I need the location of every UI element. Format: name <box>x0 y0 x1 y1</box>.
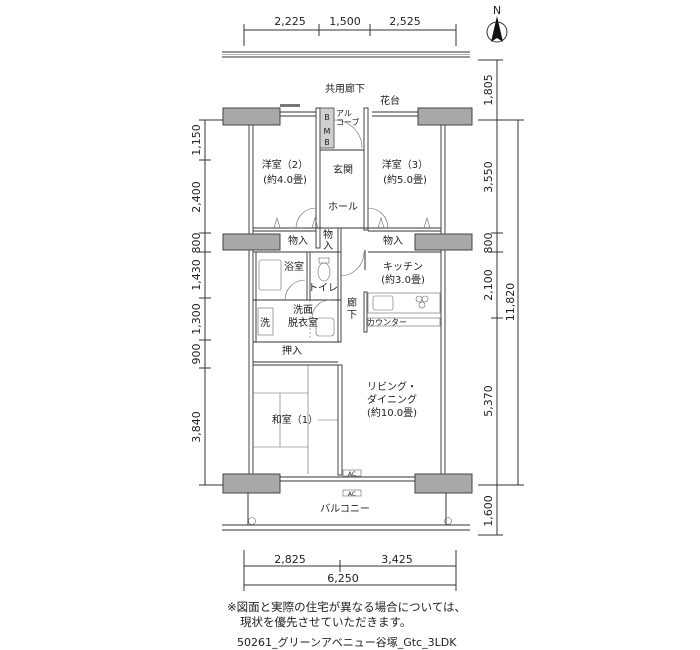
svg-text:N: N <box>493 4 501 17</box>
svg-text:3,425: 3,425 <box>381 553 413 566</box>
label-western-room-2: 洋室（2） <box>262 158 308 171</box>
svg-text:11,820: 11,820 <box>504 283 517 322</box>
svg-text:(約10.0畳): (約10.0畳) <box>367 406 417 419</box>
disclaimer-line-1: ※図面と実際の住宅が異なる場合については、 <box>227 600 467 614</box>
svg-text:洗: 洗 <box>260 317 270 329</box>
svg-text:1,805: 1,805 <box>482 74 495 106</box>
corridor-railing <box>222 51 470 58</box>
label-japanese-room: 和室（1） <box>272 413 318 426</box>
top-dimension: 2,225 1,500 2,525 <box>243 15 457 46</box>
label-washroom: 洗面 <box>293 304 313 316</box>
svg-text:3,840: 3,840 <box>190 411 203 443</box>
left-dimension: 1,150 2,400 800 1,430 1,300 900 3,840 <box>190 119 223 486</box>
svg-text:5,370: 5,370 <box>482 385 495 417</box>
svg-text:ダイニング: ダイニング <box>367 393 417 406</box>
svg-text:1,430: 1,430 <box>190 259 203 291</box>
north-compass-icon: N <box>486 4 508 43</box>
svg-text:1,150: 1,150 <box>190 124 203 156</box>
svg-text:物入: 物入 <box>288 234 308 247</box>
svg-text:(約4.0畳): (約4.0畳) <box>263 173 307 186</box>
label-balcony: バルコニー <box>320 503 370 515</box>
label-entrance: 玄関 <box>333 163 353 176</box>
label-bath: 浴室 <box>284 260 304 273</box>
svg-text:物: 物 <box>323 228 333 241</box>
toilet-icon <box>317 262 331 282</box>
svg-text:3,550: 3,550 <box>482 161 495 193</box>
dim-top-3: 2,525 <box>389 15 421 28</box>
label-western-room-3: 洋室（3） <box>382 158 428 171</box>
svg-text:押入: 押入 <box>282 344 302 357</box>
svg-text:コーブ: コーブ <box>336 117 360 127</box>
room-labels: 共用廊下 花台 B M B アル コーブ 洋室（2） (約4.0畳) 玄関 洋室… <box>260 82 428 515</box>
disclaimer-line-2: 現状を優先させていただきます。 <box>240 615 412 629</box>
svg-text:2,825: 2,825 <box>274 553 306 566</box>
walls <box>222 104 473 531</box>
svg-text:物入: 物入 <box>383 234 403 247</box>
svg-text:AC: AC <box>348 491 356 498</box>
svg-text:(約5.0畳): (約5.0畳) <box>383 173 427 186</box>
label-kitchen: キッチン <box>383 261 423 273</box>
svg-text:900: 900 <box>190 344 203 365</box>
svg-text:2,400: 2,400 <box>190 181 203 213</box>
svg-text:カウンター: カウンター <box>367 318 407 327</box>
svg-text:脱衣室: 脱衣室 <box>288 316 318 329</box>
svg-text:(約3.0畳): (約3.0畳) <box>381 273 425 286</box>
plan-caption: 50261_グリーンアベニュー谷塚_Gtc_3LDK <box>237 636 457 649</box>
svg-text:2,100: 2,100 <box>482 269 495 301</box>
label-toilet: トイレ <box>308 283 338 294</box>
label-corridor: 共用廊下 <box>325 82 365 95</box>
dim-top-2: 1,500 <box>329 15 361 28</box>
svg-text:6,250: 6,250 <box>327 572 359 585</box>
svg-text:廊: 廊 <box>347 296 357 309</box>
svg-text:M: M <box>324 127 331 136</box>
label-hall: ホール <box>328 201 358 213</box>
svg-text:1,300: 1,300 <box>190 303 203 335</box>
svg-text:AC: AC <box>348 471 356 478</box>
dim-top-1: 2,225 <box>274 15 306 28</box>
svg-text:800: 800 <box>482 233 495 254</box>
bottom-dimension: 2,825 3,425 6,250 <box>243 550 457 591</box>
svg-text:B: B <box>324 113 330 122</box>
svg-text:入: 入 <box>323 241 333 252</box>
svg-text:アル: アル <box>336 109 352 118</box>
label-planter: 花台 <box>380 94 400 107</box>
sink-icon <box>315 317 335 337</box>
label-living-dining: リビング・ <box>367 380 417 393</box>
svg-text:800: 800 <box>190 233 203 254</box>
svg-text:1,600: 1,600 <box>482 495 495 527</box>
right-dimension: 1,805 3,550 800 2,100 5,370 1,600 11,820 <box>478 59 524 536</box>
svg-text:B: B <box>324 138 330 147</box>
svg-text:下: 下 <box>347 310 357 321</box>
